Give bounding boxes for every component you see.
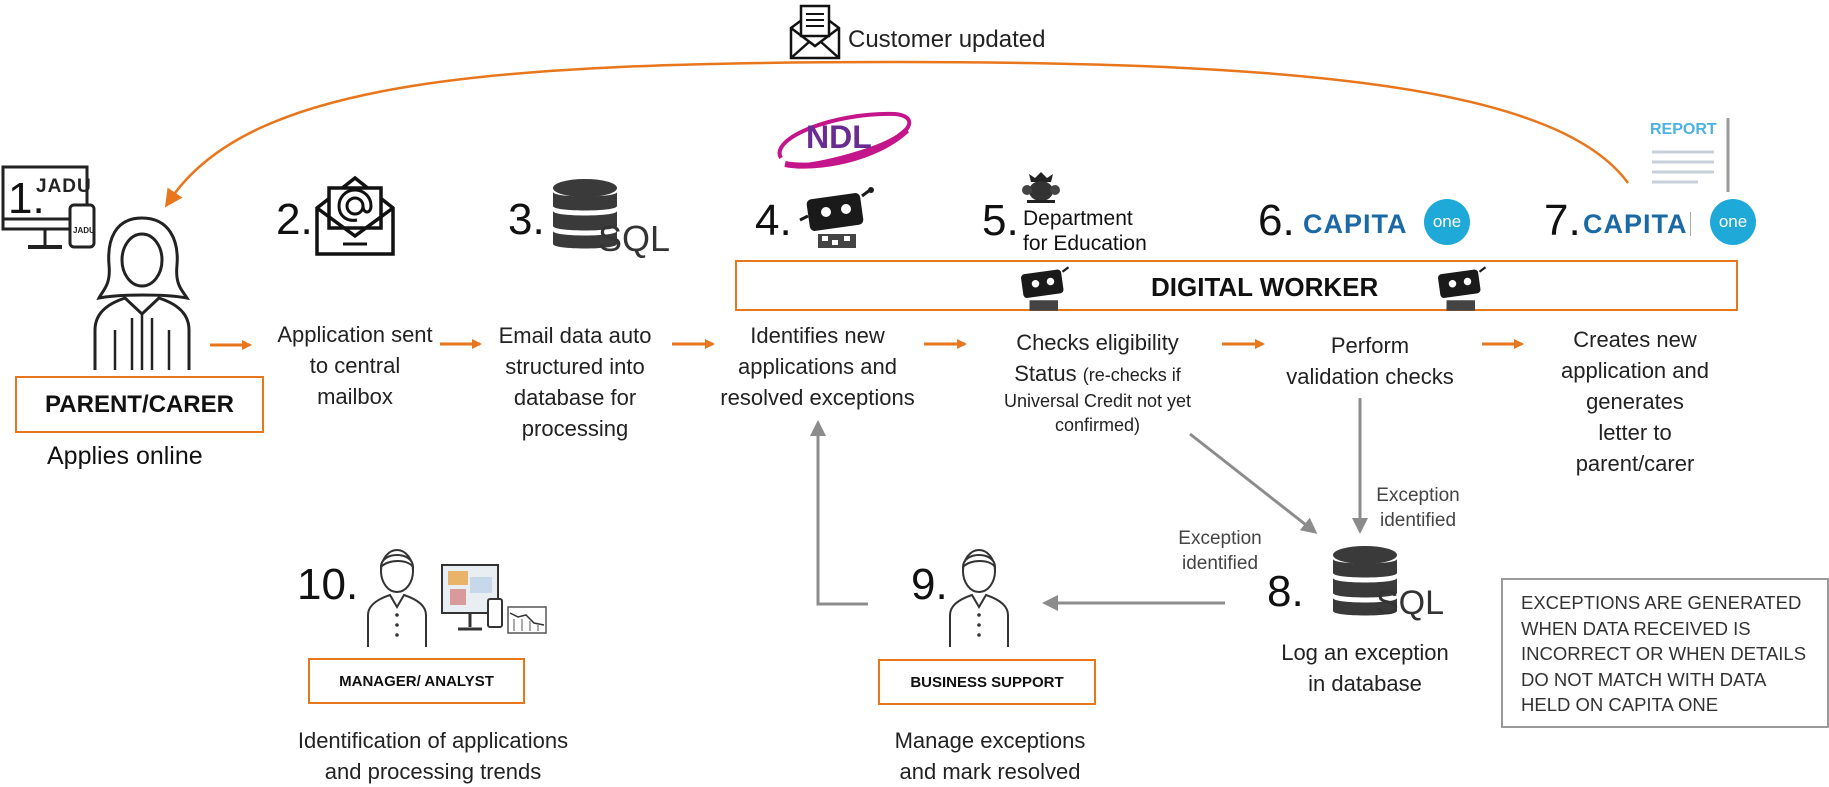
step-3-number: 3. xyxy=(508,195,545,244)
exceptions-note: EXCEPTIONS ARE GENERATED WHEN DATA RECEI… xyxy=(1501,578,1829,728)
manager-analyst-label: MANAGER/ ANALYST xyxy=(339,672,494,690)
exception-label-right: Exception identified xyxy=(1376,485,1460,531)
digital-worker-label: DIGITAL WORKER xyxy=(1151,272,1379,302)
parent-carer-label: PARENT/CARER xyxy=(45,390,234,418)
database-icon-8 xyxy=(1333,546,1397,616)
manager-analyst-box: MANAGER/ ANALYST xyxy=(308,658,525,704)
person-icon xyxy=(93,216,191,370)
step-9-caption: Manage exceptions and mark resolved xyxy=(894,728,1086,784)
step-6-number: 6. xyxy=(1258,196,1295,245)
parent-carer-box: PARENT/CARER xyxy=(15,376,264,433)
email-at-icon xyxy=(315,175,395,256)
step-2-caption: Application sent to central mailbox xyxy=(277,322,433,409)
sql-logo: SQL xyxy=(598,218,671,259)
person-icon-9 xyxy=(949,549,1009,647)
step-4-caption: Identifies new applications and resolved… xyxy=(720,323,915,410)
database-icon xyxy=(553,179,617,249)
customer-updated-group: Customer updated xyxy=(787,4,1087,62)
step-4-number: 4. xyxy=(755,196,792,245)
jadu-logo: JADU xyxy=(36,176,92,197)
step-9-number: 9. xyxy=(911,560,948,609)
step-10-caption: Identification of applications and proce… xyxy=(297,728,569,784)
parent-caption: Applies online xyxy=(47,442,203,470)
crest-icon xyxy=(1022,172,1060,203)
robot-icon-bar-left xyxy=(1021,266,1070,311)
one-badge-6: one xyxy=(1424,199,1470,245)
arrow-5-8 xyxy=(1189,432,1318,534)
customer-updated-label: Customer updated xyxy=(848,26,1046,53)
chart-device-icon xyxy=(441,564,547,634)
digital-worker-bar: DIGITAL WORKER xyxy=(735,260,1738,311)
step-8-caption: Log an exception in database xyxy=(1281,640,1449,696)
ndl-logo-swoosh xyxy=(777,111,912,169)
capita-logo-7: CAPITA xyxy=(1583,209,1688,239)
person-icon-10 xyxy=(367,549,427,647)
step-1-number: 1. xyxy=(8,174,45,223)
ndl-logo: NDL xyxy=(806,119,872,155)
step-2-number: 2. xyxy=(276,195,313,244)
report-label: REPORT xyxy=(1650,121,1717,138)
robot-icon-bar-right xyxy=(1438,266,1487,311)
step-8-number: 8. xyxy=(1267,567,1304,616)
step-3-caption: Email data auto structured into database… xyxy=(498,323,652,441)
exception-label-left: Exception identified xyxy=(1178,528,1262,574)
step-7-caption: Creates new application and generates le… xyxy=(1560,327,1709,476)
step-5-number: 5. xyxy=(982,196,1019,245)
step-5-caption: Checks eligibility Status (re-checks if … xyxy=(1003,330,1192,435)
business-support-label: BUSINESS SUPPORT xyxy=(910,673,1064,691)
step-6-caption: Perform validation checks xyxy=(1286,333,1454,389)
report-icon xyxy=(1652,118,1730,192)
envelope-doc-icon xyxy=(789,4,841,60)
step-7-number: 7. xyxy=(1544,196,1581,245)
dfe-logo: Department for Education xyxy=(1023,207,1147,255)
arrow-9-4 xyxy=(810,420,868,606)
one-badge-7: one xyxy=(1710,199,1756,245)
robot-icon xyxy=(799,187,874,248)
step-1-desktop-icon xyxy=(0,165,100,255)
customer-update-arrow xyxy=(164,60,1630,208)
business-support-box: BUSINESS SUPPORT xyxy=(878,659,1096,705)
step-10-number: 10. xyxy=(297,560,359,609)
desktop-icon xyxy=(1,165,96,249)
sql-logo-8: SQL xyxy=(1376,584,1445,622)
capita-divider-7 xyxy=(1690,212,1691,236)
jadu-device-logo: JADU xyxy=(73,226,95,235)
capita-logo-6: CAPITA xyxy=(1303,209,1408,239)
